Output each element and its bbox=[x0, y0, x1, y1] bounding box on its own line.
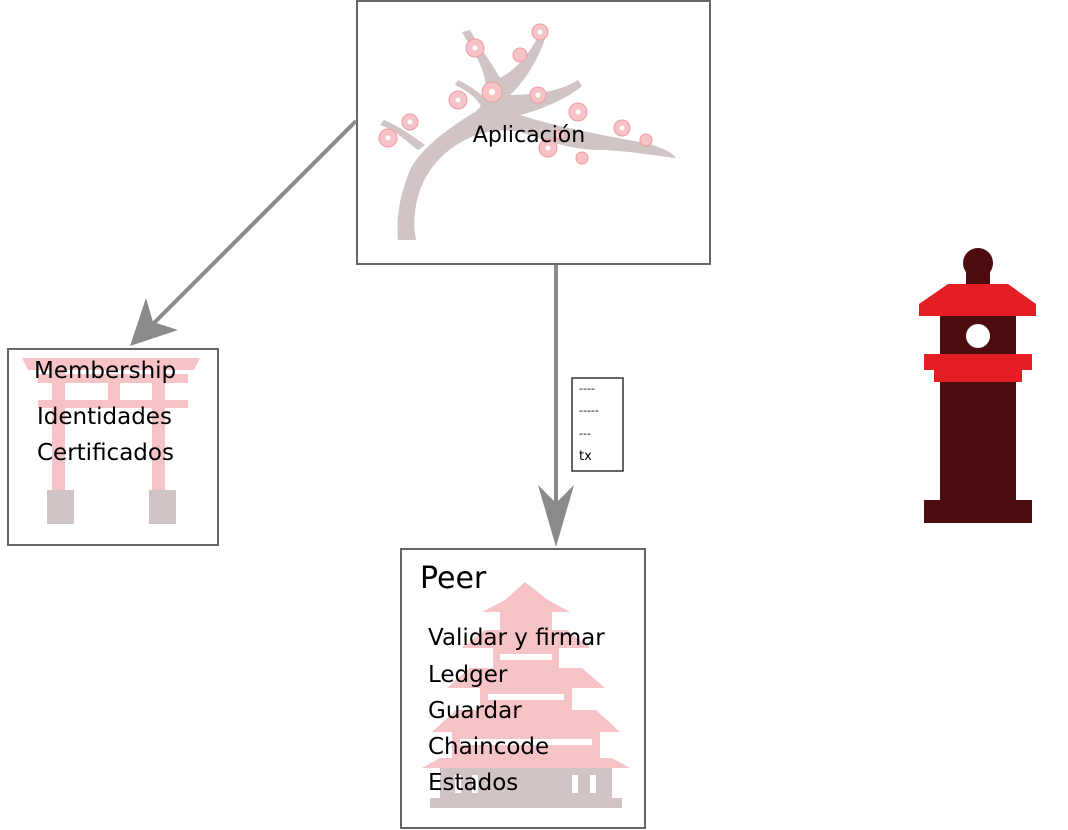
peer-line-ledger: Ledger bbox=[428, 662, 508, 688]
membership-line-certificados: Certificados bbox=[37, 440, 174, 466]
membership-node[interactable]: Membership Identidades Certificados bbox=[7, 348, 219, 546]
tx-line-1: ---- bbox=[579, 382, 595, 395]
membership-line-identidades: Identidades bbox=[37, 404, 172, 430]
peer-title: Peer bbox=[420, 561, 487, 596]
transaction-document: ---- ----- --- tx bbox=[571, 377, 624, 472]
tx-line-2: ----- bbox=[579, 404, 599, 417]
peer-line-guardar: Guardar bbox=[428, 698, 522, 724]
pagoda-icon bbox=[422, 582, 630, 808]
tx-label: tx bbox=[579, 449, 592, 464]
peer-line-estados: Estados bbox=[428, 770, 518, 796]
application-label: Aplicación bbox=[473, 123, 585, 148]
peer-node[interactable]: Peer Validar y firmar Ledger Guardar Cha… bbox=[400, 548, 646, 829]
stone-lantern-icon bbox=[919, 248, 1036, 523]
membership-title: Membership bbox=[34, 358, 176, 384]
cherry-blossom-branch-icon bbox=[378, 23, 676, 240]
peer-line-chaincode: Chaincode bbox=[428, 734, 549, 760]
arrow-application-to-peer bbox=[538, 265, 574, 547]
arrow-application-to-membership bbox=[130, 119, 358, 346]
application-node[interactable]: Aplicación bbox=[356, 0, 711, 265]
torii-gate-icon bbox=[22, 358, 200, 524]
tx-line-3: --- bbox=[579, 427, 591, 440]
peer-line-validar: Validar y firmar bbox=[428, 625, 605, 651]
